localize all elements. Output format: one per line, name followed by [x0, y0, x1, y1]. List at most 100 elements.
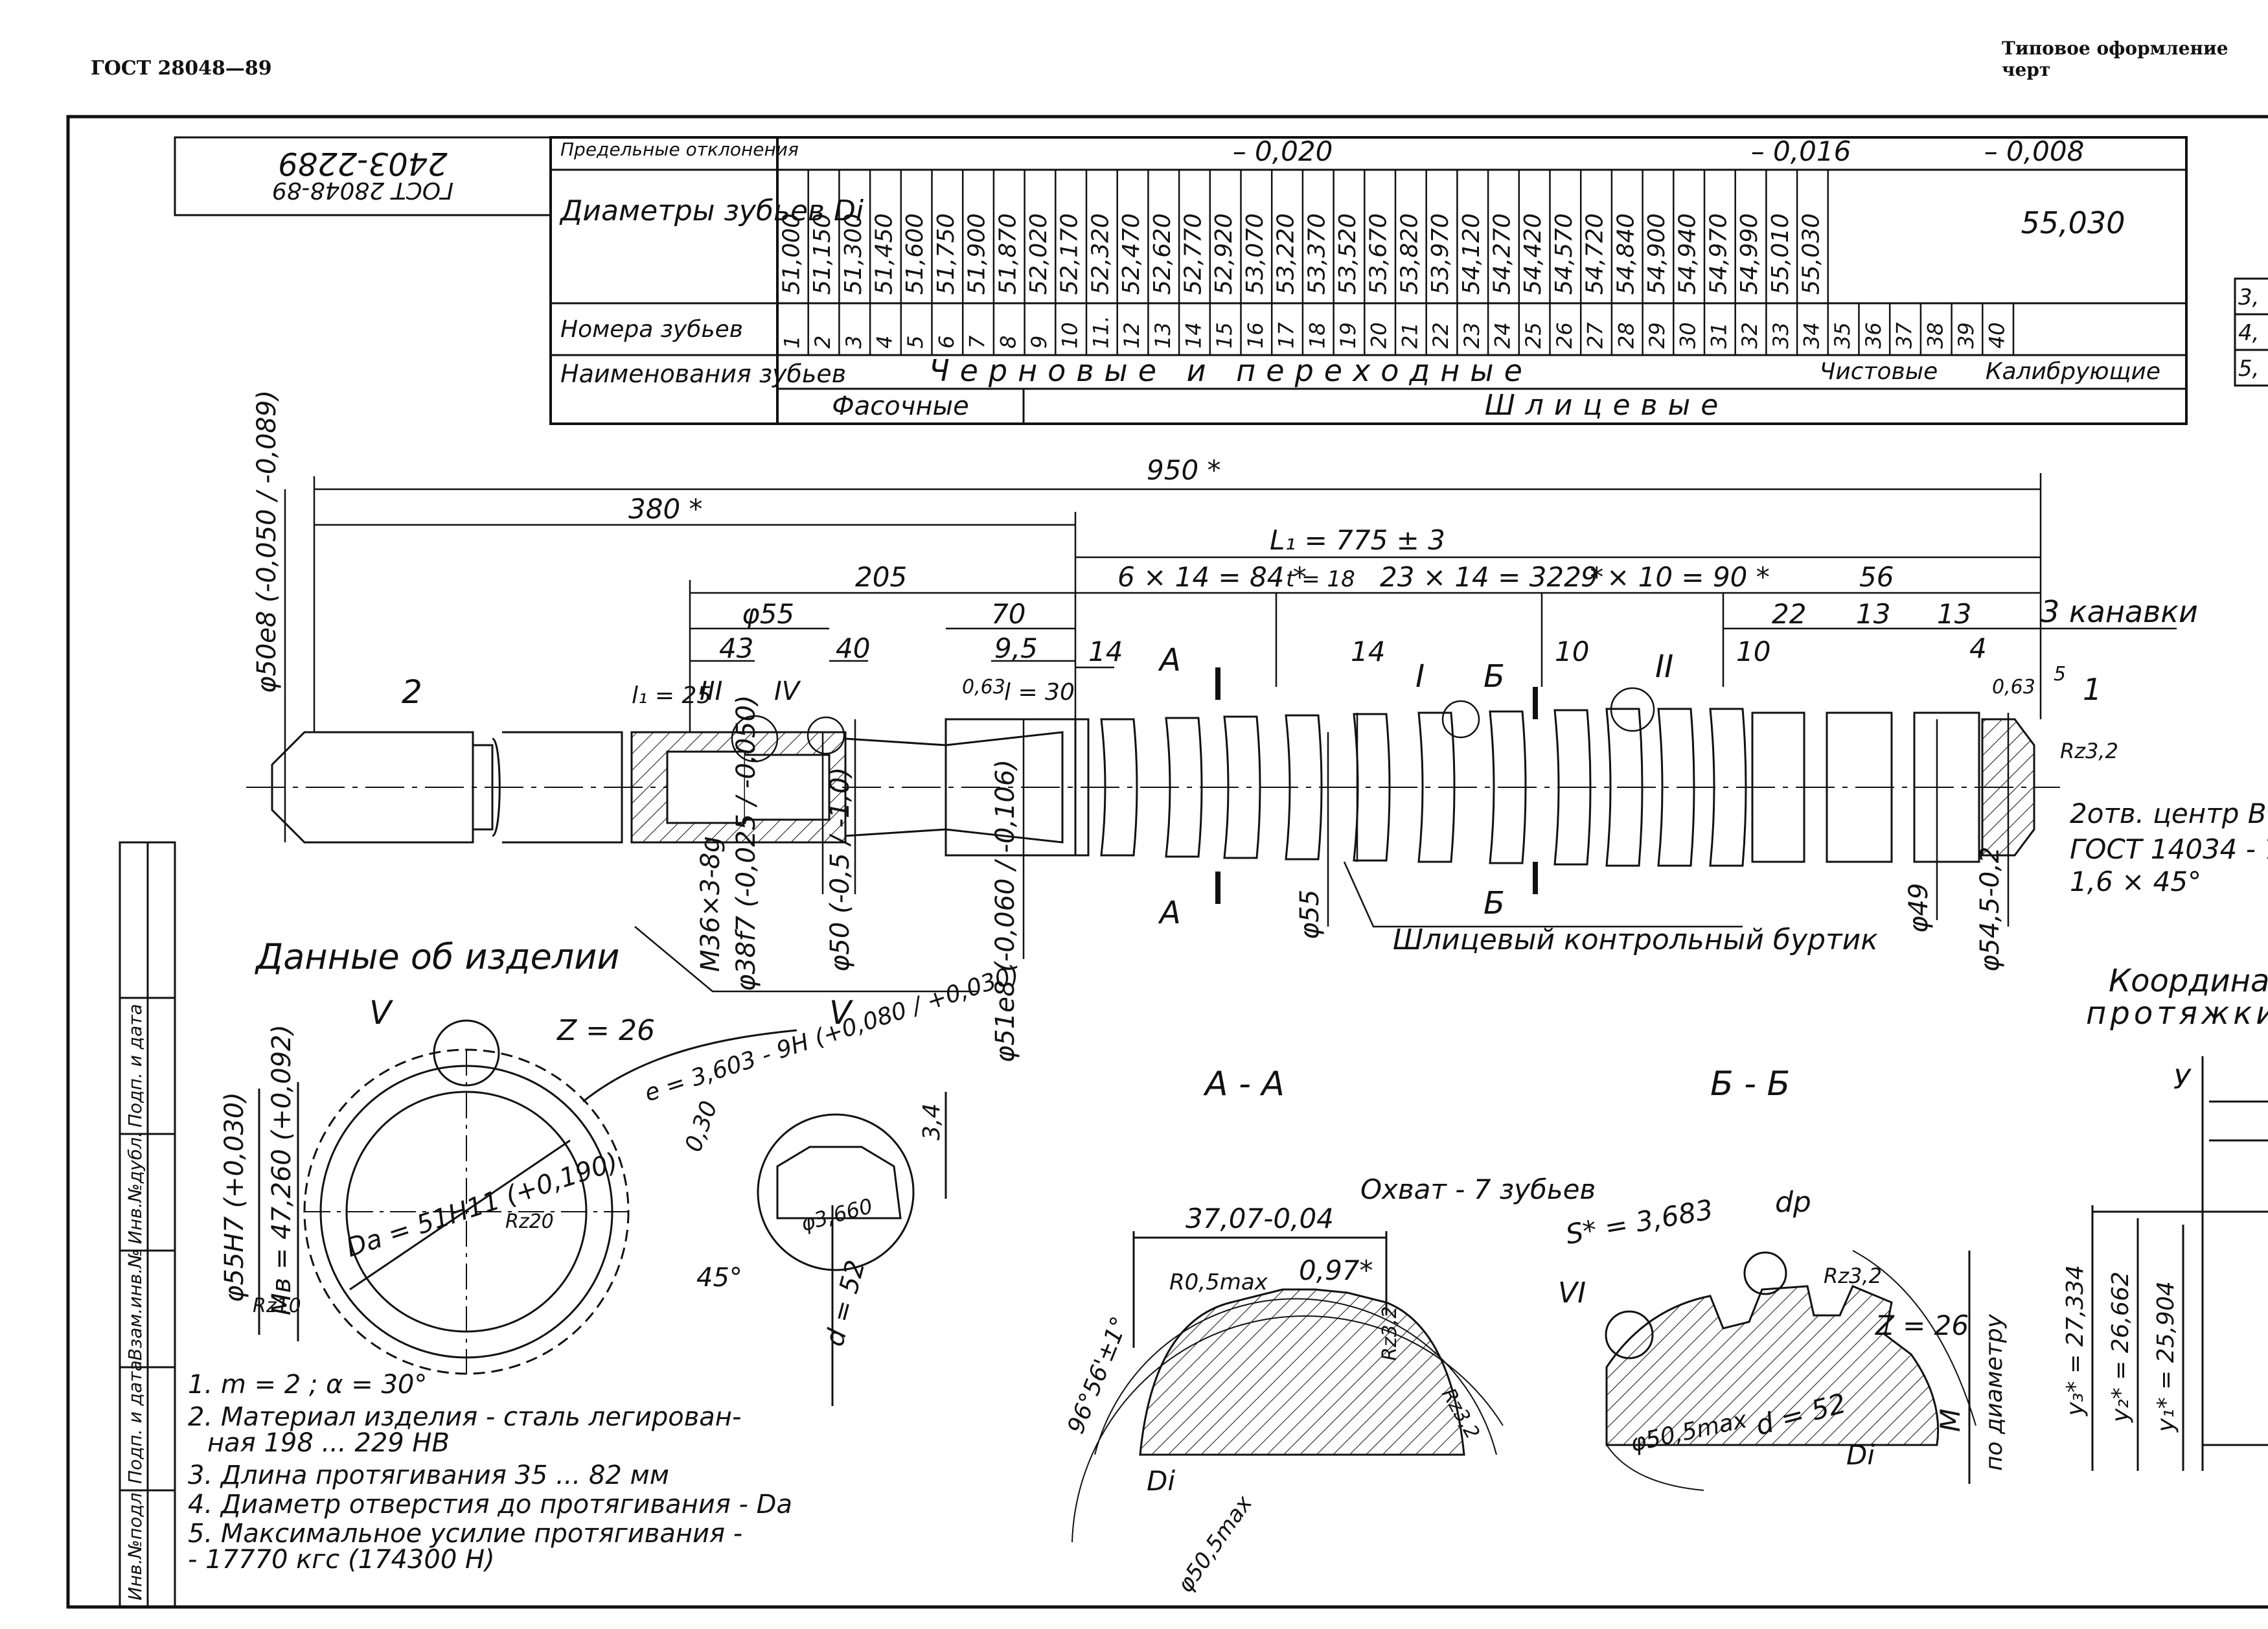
- tooth-number: 7: [965, 335, 990, 349]
- tooth-diameter: 54,940: [1675, 213, 1701, 295]
- broach-tooth: [1553, 709, 1592, 866]
- row-label-names: Наименования зубьев: [560, 360, 846, 388]
- dim-13a: 13: [1856, 598, 1890, 630]
- tooth-diameter: 52,170: [1057, 213, 1083, 295]
- dim-d55: φ55: [1295, 890, 1325, 940]
- side-row-3: 5,: [2238, 356, 2259, 382]
- d52-product: d = 52: [819, 1257, 871, 1350]
- dim-grooves: 3 канавки: [2041, 594, 2198, 629]
- tooth-number: 39: [1954, 322, 1978, 349]
- tooth-number: 18: [1305, 322, 1329, 349]
- dim-43: 43: [719, 632, 753, 664]
- e-dim: e = 3,603 - 9Н (+0,080 / +0,030): [641, 961, 1022, 1107]
- view-IV: IV: [774, 676, 801, 706]
- tooth-number: 6: [934, 336, 959, 349]
- d3-660: φ3,660: [798, 1194, 875, 1236]
- tooth-diameter: 51,150: [809, 213, 836, 295]
- d030: 0,30: [680, 1098, 723, 1155]
- section-bb-title: Б - Б: [1710, 1065, 1790, 1103]
- dim-l1: L₁ = 775 ± 3: [1270, 524, 1445, 556]
- section-aa-r05: R0,5max: [1169, 1269, 1268, 1295]
- row-label-diameters: Диаметры зубьев Di: [559, 194, 864, 227]
- section-bb-dp: dp: [1775, 1186, 1811, 1219]
- broach-tooth: [1285, 714, 1323, 861]
- dim-t18: t = 18: [1286, 566, 1355, 592]
- dim-d49: φ49: [1904, 883, 1934, 933]
- tooth-number: 1: [779, 336, 804, 349]
- dim-center-holes: 2отв. центр В: [2070, 798, 2267, 829]
- tooth-number: 15: [1212, 322, 1237, 349]
- tooth-number: 12: [1119, 322, 1144, 349]
- tooth-diameter: 55,030: [1798, 213, 1824, 295]
- broach-tooth: [1100, 718, 1138, 857]
- rz10: Rz10: [253, 1295, 301, 1317]
- broach-tooth: [1605, 708, 1644, 867]
- tooth-diameter: 51,450: [871, 213, 897, 295]
- tooth-diameter: 54,120: [1458, 213, 1485, 295]
- tooth-diameter: 52,320: [1087, 213, 1114, 295]
- sec-b-top: Б: [1483, 658, 1505, 695]
- tooth-number: 36: [1861, 322, 1886, 349]
- note-5b: - 17770 кгс (174300 Н): [188, 1545, 495, 1575]
- z26-product: Z = 26: [556, 1014, 655, 1047]
- dim-teeth3: 9 × 10 = 90 *: [1581, 561, 1770, 593]
- spline-band: Шлицевый контрольный буртик: [1393, 923, 1878, 956]
- dim-d50: φ50 (-0,5 / -1,0): [825, 767, 855, 972]
- dim-center-gost: ГОСТ 14034 - 74: [2070, 833, 2268, 865]
- names-bottom-spline: Шлицевые: [1485, 389, 1729, 422]
- dim-13b: 13: [1937, 598, 1971, 630]
- tooth-number: 16: [1243, 322, 1268, 349]
- tooth-diameter: 54,570: [1551, 213, 1577, 295]
- tooth-number: 13: [1151, 322, 1175, 349]
- tooth-diameter: 54,720: [1582, 213, 1609, 295]
- tooth-number: 9: [1027, 336, 1051, 349]
- tooth-number: 11.: [1088, 316, 1113, 349]
- stamp-line2: 2403-2289: [278, 145, 448, 181]
- frame-side-2: Подп. и дата: [124, 1360, 146, 1484]
- tooth-number: 23: [1460, 322, 1484, 349]
- tooth-number: 28: [1614, 322, 1638, 349]
- broach-tooth: [1223, 715, 1261, 859]
- dim-d54-5: φ54,5-0,2: [1975, 847, 2005, 973]
- tooth-number: 22: [1428, 322, 1453, 349]
- tooth-number: 14: [1181, 322, 1206, 349]
- tooth-number: 26: [1552, 322, 1577, 349]
- note-2b: ная 198 ... 229 НВ: [207, 1428, 450, 1458]
- dim-overall: 950 *: [1147, 454, 1221, 486]
- note-4: 4. Диаметр отверстия до протягивания - D…: [188, 1490, 792, 1519]
- diameter-calibrating: 55,030: [2021, 205, 2125, 240]
- tooth-number: 24: [1490, 322, 1515, 349]
- broach-tooth: [1417, 711, 1456, 863]
- rz20: Rz20: [505, 1210, 554, 1233]
- dim-teeth1: 6 × 14 = 84 *: [1117, 561, 1307, 593]
- names-bottom-chamfer: Фасочные: [832, 391, 968, 421]
- section-aa-span: Охват - 7 зубьев: [1360, 1173, 1596, 1205]
- stamp-line1: ГОСТ 28048-89: [272, 177, 453, 203]
- names-top-finishing: Чистовые: [1820, 358, 1938, 385]
- section-bb-by-diam: по диаметру: [1981, 1314, 2008, 1471]
- tooth-diameter: 51,870: [994, 213, 1021, 295]
- tooth-number: 10: [1058, 322, 1082, 349]
- dim-d50e8: φ50е8 (-0,050 / -0,089): [252, 390, 282, 693]
- tooth-diameter: 53,820: [1396, 213, 1423, 295]
- tooth-number: 2: [810, 336, 835, 349]
- note-5: 5. Максимальное усилие протягивания -: [188, 1519, 742, 1549]
- section-aa-rz32a: Rz3,2: [1379, 1306, 1401, 1361]
- deviation-3: – 0,008: [1984, 135, 2085, 167]
- tooth-diameter: 52,020: [1025, 213, 1052, 295]
- names-top-rough: Черновые и переходные: [929, 353, 1533, 388]
- tooth-diameter: 52,620: [1149, 213, 1176, 295]
- row-label-numbers: Номера зубьев: [560, 316, 743, 343]
- tooth-diameter: 51,600: [902, 213, 928, 295]
- dim-4: 4: [1969, 632, 1987, 664]
- dim-d51e8: φ51е8 (-0,060 / -0,106): [991, 759, 1020, 1063]
- view-II: II: [1655, 649, 1673, 685]
- frame-side-3: Взам.инв.№: [124, 1249, 146, 1361]
- tooth-number: 3: [842, 336, 866, 349]
- sec-a-top: А: [1158, 642, 1181, 678]
- label-1: 1: [2083, 672, 2102, 707]
- tooth-diameter: 51,000: [778, 213, 805, 295]
- tooth-diameter: 54,970: [1705, 213, 1732, 295]
- view-V-detail: V: [829, 994, 854, 1032]
- tooth-number: 4: [872, 336, 897, 349]
